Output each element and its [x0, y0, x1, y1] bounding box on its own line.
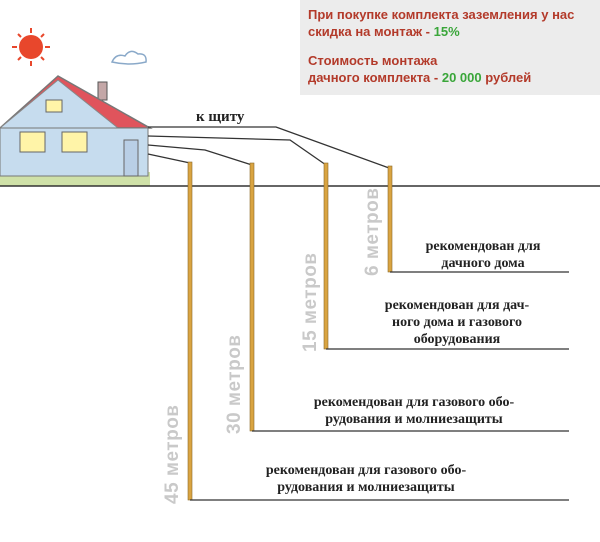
rec-45m: рекомендован для газового обо- рудования…	[265, 463, 467, 495]
rec-15m: рекомендован для дач- ного дома и газово…	[384, 298, 530, 347]
cost-line-1: Стоимость монтажа	[308, 53, 438, 68]
discount-line-1: При покупке комплекта заземления у нас	[308, 7, 575, 22]
rod-6m	[387, 165, 393, 273]
depth-label-15m: 15 метров	[300, 252, 321, 352]
label-lines	[190, 271, 569, 501]
cloud-icon	[110, 50, 147, 65]
depth-label-30m: 30 метров	[224, 334, 245, 434]
sun-icon	[12, 28, 50, 66]
rod-15m	[323, 162, 329, 350]
wire-30m	[147, 144, 253, 166]
promo-box	[300, 0, 600, 95]
wires	[147, 126, 390, 169]
shield-label: к щиту	[196, 109, 245, 125]
depth-label-45m: 45 метров	[162, 404, 183, 504]
discount-value: 15%	[433, 24, 460, 39]
cost-text: Стоимость монтажа дачного комплекта - 20…	[308, 52, 598, 86]
wire-6m	[148, 126, 390, 169]
cost-value: 20 000	[441, 70, 482, 85]
depth-label-6m: 6 метров	[362, 187, 383, 276]
rod-45m	[187, 161, 193, 501]
rec-6m: рекомендован для дачного дома	[425, 239, 541, 271]
discount-text: При покупке комплекта заземления у нас с…	[308, 6, 598, 40]
rod-30m	[249, 162, 255, 432]
rec-30m: рекомендован для газового обо- рудования…	[313, 395, 515, 427]
wire-45m	[147, 153, 191, 164]
house-icon	[0, 75, 153, 186]
cost-line-2: дачного комплекта - 20 000 рублей	[308, 70, 532, 85]
wire-15m	[147, 135, 327, 166]
discount-line-2: скидка на монтаж - 15%	[308, 24, 460, 39]
